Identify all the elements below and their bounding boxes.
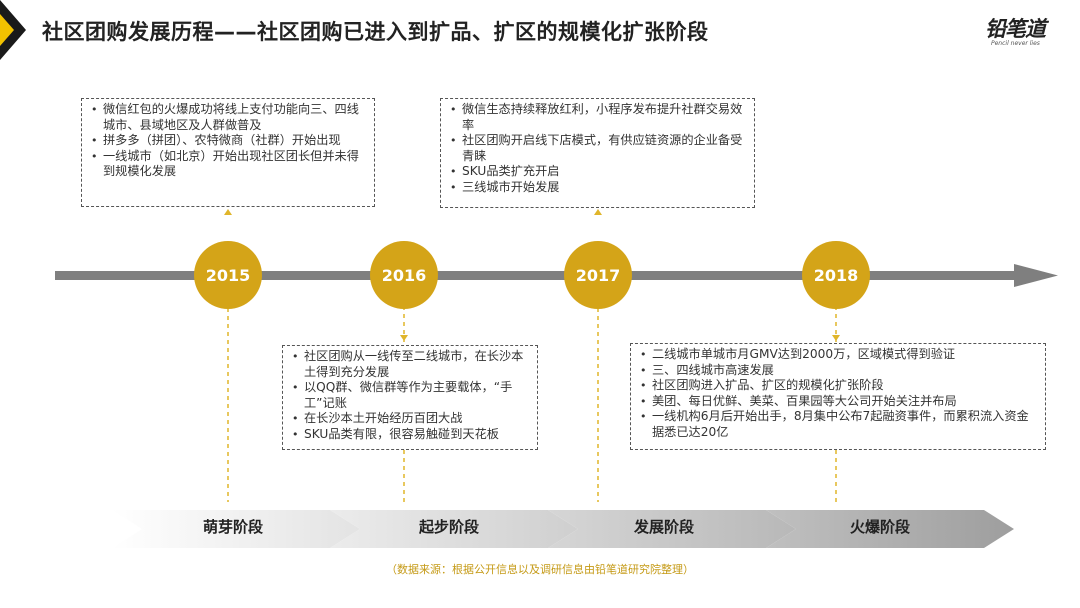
- note-2017-item: SKU品类扩充开启: [449, 164, 746, 180]
- note-2016-item: SKU品类有限，很容易触碰到天花板: [291, 427, 529, 443]
- timeline-arrowhead: [1014, 264, 1058, 287]
- stage-label-sprout: 萌芽阶段: [202, 518, 263, 536]
- brand-logo: 铅笔道 Pencil never lies: [985, 13, 1069, 53]
- year-label-2016: 2016: [382, 266, 427, 285]
- note-box-2015: 微信红包的火爆成功将线上支付功能向三、四线城市、县域地区及人群做普及 拼多多（拼…: [81, 98, 375, 207]
- page-title: 社区团购发展历程——社区团购已进入到扩品、扩区的规模化扩张阶段: [42, 20, 709, 44]
- note-box-2018: 二线城市单城市月GMV达到2000万，区域模式得到验证 三、四线城市高速发展 社…: [630, 343, 1046, 450]
- note-2015-item: 拼多多（拼团）、农特微商（社群）开始出现: [90, 133, 366, 149]
- stage-label-boom: 火爆阶段: [849, 518, 910, 536]
- stage-chevron-2: [330, 510, 578, 548]
- stage-chevron-4: [766, 510, 1014, 548]
- logo-text: 铅笔道: [985, 17, 1046, 41]
- year-node-2018: 2018: [802, 241, 870, 309]
- connector-arrowheads: [224, 209, 840, 341]
- year-node-2017: 2017: [564, 241, 632, 309]
- corner-accent-mark: [0, 0, 26, 60]
- note-2017-item: 社区团购开启线下店模式，有供应链资源的企业备受青睐: [449, 133, 746, 164]
- timeline-arrow: [55, 264, 1058, 287]
- stage-label-growth: 发展阶段: [633, 518, 694, 536]
- arrowhead-2016: [400, 335, 408, 341]
- note-2018-item: 社区团购进入扩品、扩区的规模化扩张阶段: [639, 378, 1037, 394]
- note-2017-item: 微信生态持续释放红利，小程序发布提升社群交易效率: [449, 102, 746, 133]
- stage-chevron-1: [112, 510, 360, 548]
- note-2018-item: 美团、每日优鲜、美菜、百果园等大公司开始关注并布局: [639, 394, 1037, 410]
- note-2015-item: 微信红包的火爆成功将线上支付功能向三、四线城市、县域地区及人群做普及: [90, 102, 366, 133]
- year-label-2018: 2018: [814, 266, 859, 285]
- arrowhead-2015: [224, 209, 232, 215]
- note-2015-item: 一线城市（如北京）开始出现社区团长但并未得到规模化发展: [90, 149, 366, 180]
- note-2018-item: 一线机构6月后开始出手，8月集中公布7起融资事件，而累积流入资金据悉已达20亿: [639, 409, 1037, 440]
- stage-chevrons: [112, 510, 1014, 548]
- year-label-2017: 2017: [576, 266, 621, 285]
- year-node-2015: 2015: [194, 241, 262, 309]
- note-2018-item: 三、四线城市高速发展: [639, 363, 1037, 379]
- note-box-2016: 社区团购从一线传至二线城市，在长沙本土得到充分发展 以QQ群、微信群等作为主要载…: [282, 345, 538, 450]
- note-2016-item: 在长沙本土开始经历百团大战: [291, 411, 529, 427]
- source-note: （数据来源：根据公开信息以及调研信息由铅笔道研究院整理）: [386, 563, 694, 576]
- arrowhead-2017: [594, 209, 602, 215]
- stage-chevron-3: [548, 510, 796, 548]
- timeline-bar: [55, 271, 1020, 280]
- note-box-2017: 微信生态持续释放红利，小程序发布提升社群交易效率 社区团购开启线下店模式，有供应…: [440, 98, 755, 208]
- note-2018-item: 二线城市单城市月GMV达到2000万，区域模式得到验证: [639, 347, 1037, 363]
- note-2017-item: 三线城市开始发展: [449, 180, 746, 196]
- year-label-2015: 2015: [206, 266, 251, 285]
- stage-label-start: 起步阶段: [418, 518, 479, 536]
- year-node-2016: 2016: [370, 241, 438, 309]
- note-2016-item: 社区团购从一线传至二线城市，在长沙本土得到充分发展: [291, 349, 529, 380]
- arrowhead-2018: [832, 335, 840, 341]
- logo-tagline: Pencil never lies: [991, 40, 1040, 47]
- note-2016-item: 以QQ群、微信群等作为主要载体，“手工”记账: [291, 380, 529, 411]
